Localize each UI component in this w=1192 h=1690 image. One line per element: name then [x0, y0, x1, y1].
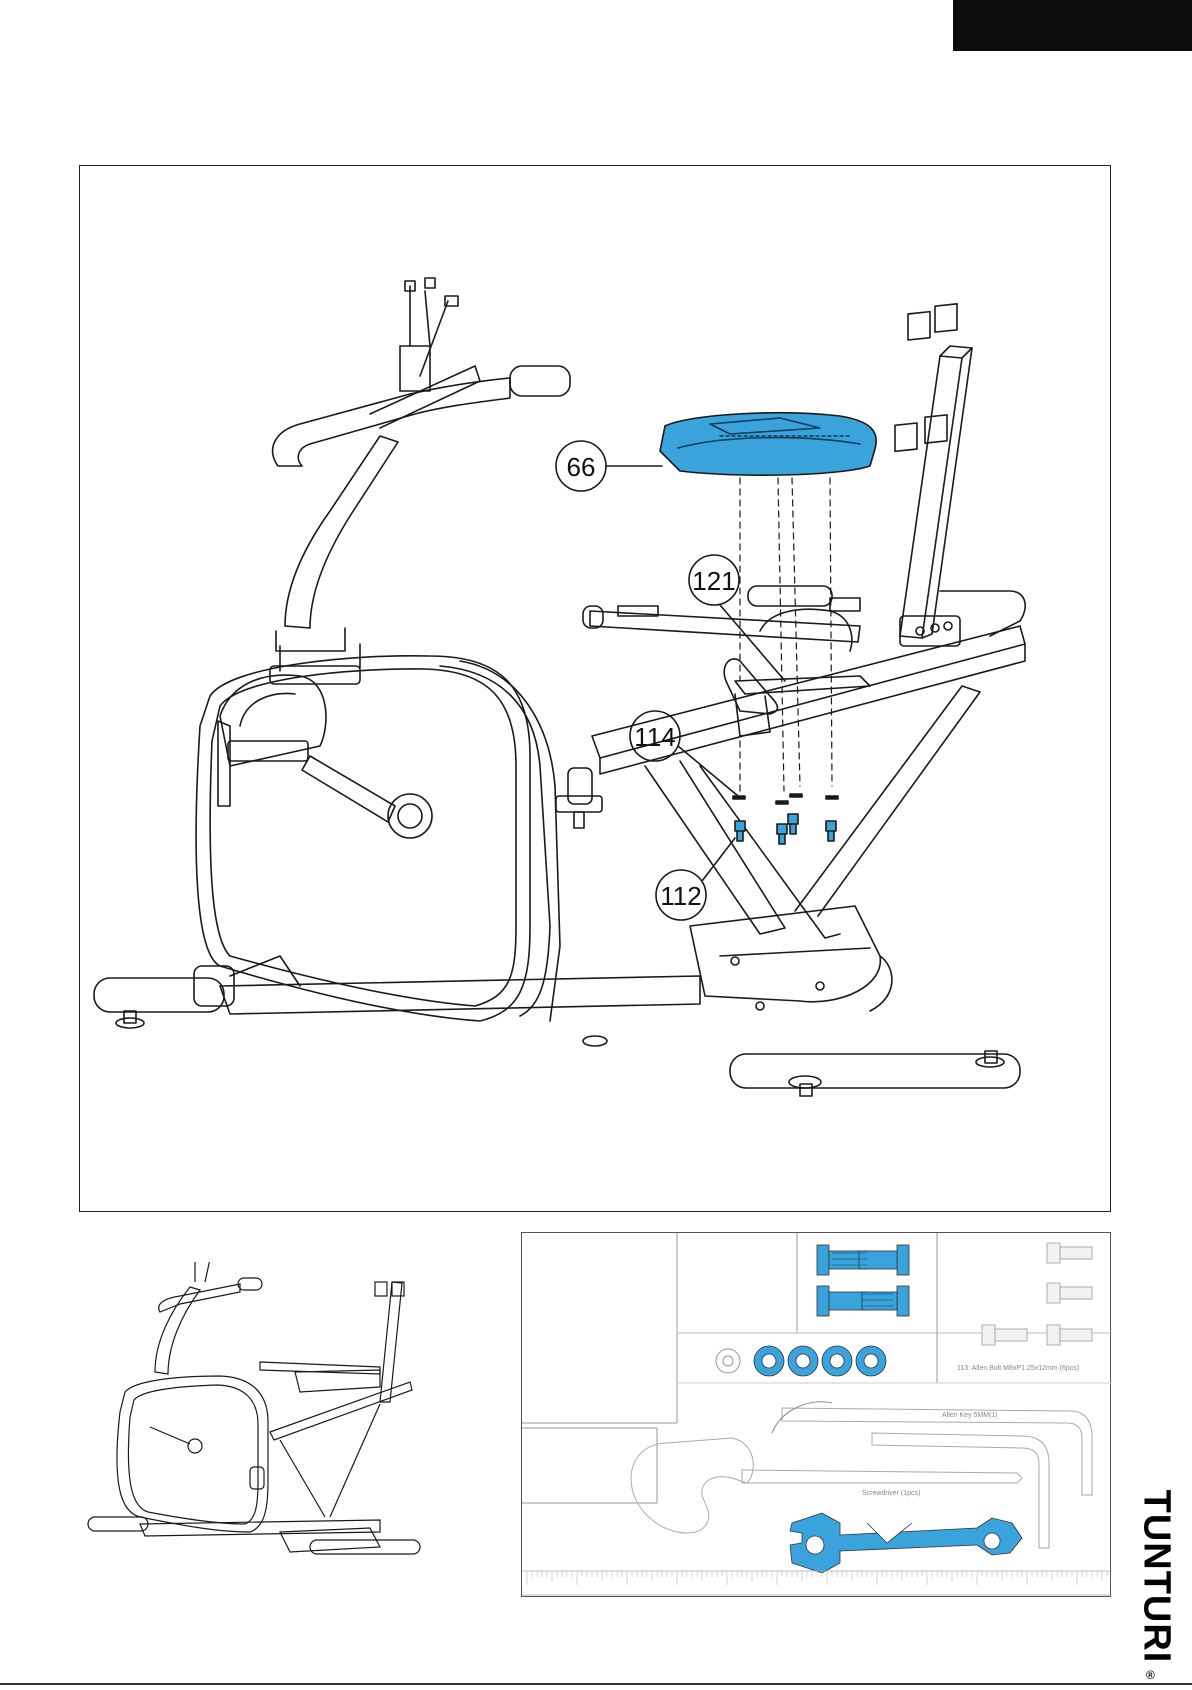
- allen-bolt-icon: [982, 1243, 1092, 1345]
- handlebar-mast: [273, 278, 570, 651]
- backrest-frame: [583, 304, 1025, 651]
- recumbent-bike-drawing: 66 121 114 112: [80, 166, 1112, 1213]
- assembled-bike-thumbnail: [80, 1262, 460, 1562]
- allen-key-label: Allen Key 5MM(1): [942, 1412, 998, 1419]
- recumbent-bike-drawing: [80, 1262, 460, 1562]
- callout-66-label: 66: [567, 452, 596, 482]
- callout-114-label: 114: [634, 722, 675, 752]
- seat-cushion-icon: [660, 413, 876, 475]
- callout-114: 114: [630, 711, 738, 796]
- wrench-icon: [790, 1513, 1022, 1573]
- crank-assembly: [218, 675, 602, 838]
- brand-logo: TUNTURI: [1128, 1470, 1178, 1690]
- brand-name: TUNTURI: [1135, 1487, 1178, 1667]
- registered-mark: ®: [1146, 1668, 1155, 1682]
- hardware-panel: 113: Allen Bolt M8xP1.25x12mm (6pcs) All…: [521, 1232, 1111, 1597]
- callout-112-label: 112: [660, 881, 701, 911]
- hardware-diagram: 113: Allen Bolt M8xP1.25x12mm (6pcs) All…: [522, 1233, 1112, 1598]
- callout-121-label: 121: [692, 566, 735, 596]
- washer-icon: [716, 1346, 886, 1376]
- seat-rail: [592, 626, 1025, 1011]
- corner-tab: [953, 0, 1192, 51]
- allen-bolt-label: 113: Allen Bolt M8xP1.25x12mm (6pcs): [957, 1365, 1079, 1372]
- screwdriver-label: Screwdriver (1pcs): [862, 1490, 920, 1497]
- washer-icon: [733, 794, 838, 804]
- base-frame: [94, 956, 1020, 1096]
- assembly-drawing-frame: 66 121 114 112: [79, 165, 1111, 1212]
- flywheel-cover: [196, 644, 560, 1021]
- bolt-icon: [735, 814, 836, 844]
- bolt-icon: [817, 1245, 909, 1316]
- ruler-ticks: [527, 1571, 1107, 1585]
- callout-66: 66: [556, 441, 662, 491]
